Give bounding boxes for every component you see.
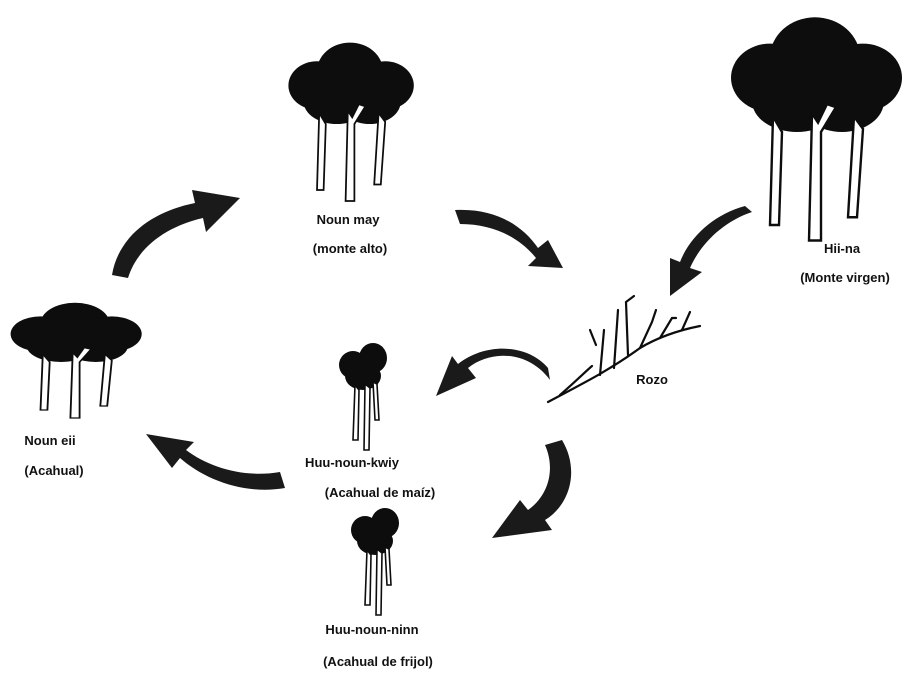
arrow-acahual-maiz-to-acahual-icon [146,434,285,490]
label-huu-noun-ninn: Huu-noun-ninn [325,622,419,637]
label-monte-virgen: (Monte virgen) [800,270,890,285]
label-noun-may: Noun may [316,212,380,227]
arrow-monte-alto-to-rozo-icon [455,209,563,268]
label-rozo: Rozo [636,372,668,387]
label-monte-alto: (monte alto) [312,241,388,256]
label-huu-noun-kwiy: Huu-noun-kwiy [305,455,399,470]
tree-monte-alto-icon [287,41,415,202]
arrow-monte-virgen-to-rozo-icon [670,206,752,296]
arrow-acahual-to-monte-alto-icon [112,190,240,278]
rozo-branch-icon [546,294,702,404]
label-acahual-de-maiz: (Acahual de maíz) [324,485,436,500]
label-noun-eii: Noun eii [24,433,76,448]
label-hii-na: Hii-na [823,241,861,256]
tree-acahual-icon [9,301,143,419]
label-acahual-de-frijol: (Acahual de frijol) [323,654,433,669]
label-acahual: (Acahual) [24,463,84,478]
tree-acahual-frijol-icon [350,507,400,616]
arrow-rozo-to-acahual-frijol-icon [492,440,572,538]
arrow-rozo-to-acahual-maiz-icon [436,348,550,396]
tree-acahual-maiz-icon [338,342,388,451]
tree-monte-virgen-icon [729,16,904,242]
